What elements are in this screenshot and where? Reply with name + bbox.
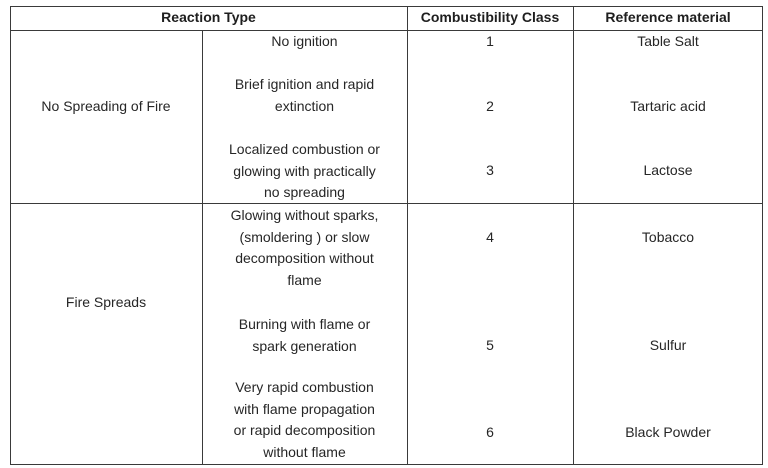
column-divider-reaction-sub	[202, 30, 203, 465]
class-cell: 4	[486, 229, 494, 245]
material-cell: Black Powder	[625, 424, 711, 440]
material-cell: Tobacco	[641, 229, 695, 245]
class-cell: 5	[486, 337, 494, 353]
class-cell: 6	[486, 424, 494, 440]
reaction-cell: Brief ignition and rapid extinction	[234, 76, 375, 114]
reaction-cell: Burning with flame or spark generation	[238, 316, 371, 354]
group-divider	[10, 203, 763, 204]
material-cell: Tartaric acid	[630, 98, 706, 114]
group-label-fire-spreads: Fire Spreads	[65, 294, 147, 310]
header-reference-material: Reference material	[605, 9, 731, 25]
class-cell: 3	[486, 162, 494, 178]
combustibility-table	[10, 6, 763, 465]
reaction-cell: Very rapid combustion with flame propaga…	[233, 379, 376, 460]
class-cell: 2	[486, 98, 494, 114]
header-divider	[10, 30, 763, 31]
material-cell: Sulfur	[649, 337, 687, 353]
class-cell: 1	[486, 33, 494, 49]
reaction-cell: No ignition	[271, 33, 338, 49]
material-cell: Table Salt	[637, 33, 699, 49]
group-label-no-spreading: No Spreading of Fire	[41, 98, 171, 114]
reaction-cell: Glowing without sparks, (smoldering ) or…	[230, 207, 379, 288]
column-divider-material	[573, 6, 574, 465]
reaction-cell: Localized combustion or glowing with pra…	[229, 141, 380, 200]
material-cell: Lactose	[643, 162, 693, 178]
header-combustibility-class: Combustibility Class	[420, 9, 560, 25]
header-reaction-type: Reaction Type	[161, 9, 256, 25]
column-divider-class	[407, 6, 408, 465]
